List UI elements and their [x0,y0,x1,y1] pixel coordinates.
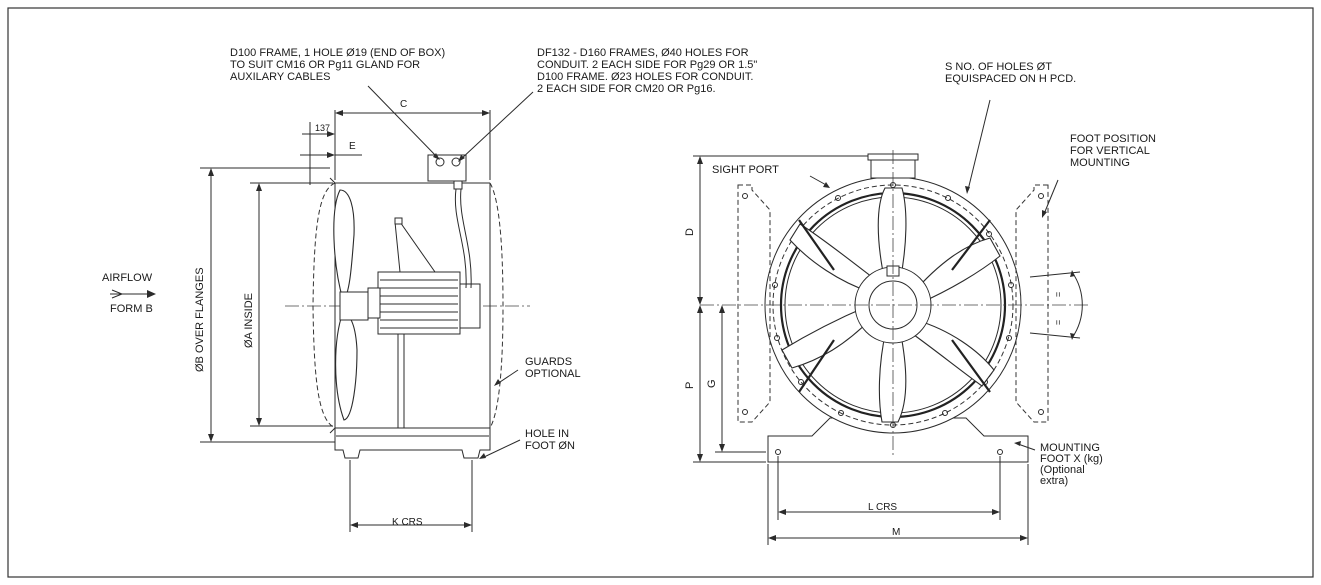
vertical-foot-right [1015,184,1049,423]
vertical-foot-left [737,184,771,423]
vfoot-hole-4 [1038,409,1044,415]
leader-hole-arrow [479,453,486,459]
label-airflow: AIRFLOW [102,272,153,284]
leader-sight-arrow [823,182,830,188]
leader-hole [481,439,521,459]
vfoot-hole-3 [1038,193,1044,199]
leader-df132 [459,91,534,161]
dim-label-137: 137 [315,123,331,133]
outlet-guard [489,182,504,429]
dim-label-m: M [892,527,901,538]
dim-label-b: ØB OVER FLANGES [194,267,206,372]
dim-label-eq-upper: = [1053,291,1063,297]
side-blade-lower [335,311,358,421]
foot-hole-left [775,449,781,455]
foot-hole-right [997,449,1003,455]
drawing-frame [7,7,1314,578]
motor-shaft-end [367,287,381,319]
note-d100-hole: D100 FRAME, 1 HOLE Ø19 (END OF BOX) TO S… [230,47,446,83]
equal-angle-arc [1071,271,1083,339]
note-foot-position: FOOT POSITION FOR VERTICAL MOUNTING [1070,133,1156,169]
flange-tick-top [329,177,336,184]
dim-label-d: D [684,228,696,236]
motor-body [377,271,461,335]
leader-d100-arrow [433,153,440,160]
leader-guards [496,369,519,385]
airflow-feather [111,289,124,299]
gland [453,180,463,190]
leader-foot-position [1043,179,1059,215]
vfoot-hole-1 [742,193,748,199]
leader-mounting-arrow [1014,441,1021,446]
leader-df132-arrow [458,155,465,162]
label-sight-port: SIGHT PORT [712,164,779,176]
terminal-hole-2 [451,157,461,167]
dim-label-a: ØA INSIDE [243,292,255,348]
terminal-hole-1 [435,157,445,167]
vfoot-hole-2 [742,409,748,415]
leader-mounting [1017,443,1036,451]
side-blade-upper [333,189,355,301]
dim-137-arrow [327,131,335,137]
dim-label-eq-lower: = [1053,319,1063,325]
leader-s-holes [967,99,991,191]
dim-label-k: K CRS [392,517,423,528]
end-view [693,99,1090,545]
conduit-cable-2 [460,188,472,289]
label-form-b: FORM B [110,303,153,315]
leader-s-arrow [965,186,970,194]
note-df132-holes: DF132 - D160 FRAMES, Ø40 HOLES FOR CONDU… [537,47,758,95]
side-hub [339,291,369,321]
dim-label-c: C [400,99,408,110]
inlet-flange [312,182,336,429]
dim-label-g: G [706,379,718,388]
leader-guards-arrow [494,379,501,386]
motor-bracket [394,221,436,273]
leader-foot-arrow [1042,210,1047,218]
note-mounting-foot: MOUNTING FOOT X (kg) (Optional extra) [1040,442,1103,487]
side-foot [334,427,491,459]
dim-label-l: L CRS [868,502,898,513]
side-view [110,85,534,532]
airflow-arrowhead [147,290,156,298]
end-foot [767,417,1029,463]
bracket-tab [394,217,403,225]
dim-label-p: P [684,381,696,389]
motor-fins [380,279,458,329]
note-s-holes: S NO. OF HOLES ØT EQUISPACED ON H PCD. [945,61,1077,85]
leader-d100 [367,85,439,159]
spokes [798,219,991,393]
flange-tick-bottom [329,427,336,434]
note-guards-optional: GUARDS OPTIONAL [525,356,581,380]
note-hole-in-foot: HOLE IN FOOT ØN [525,428,575,452]
dim-label-e: E [349,141,356,152]
dim-e-arrow [327,152,335,158]
motor-end-cap [459,283,481,329]
conduit-cable-1 [454,188,467,289]
end-blades [781,187,1001,423]
